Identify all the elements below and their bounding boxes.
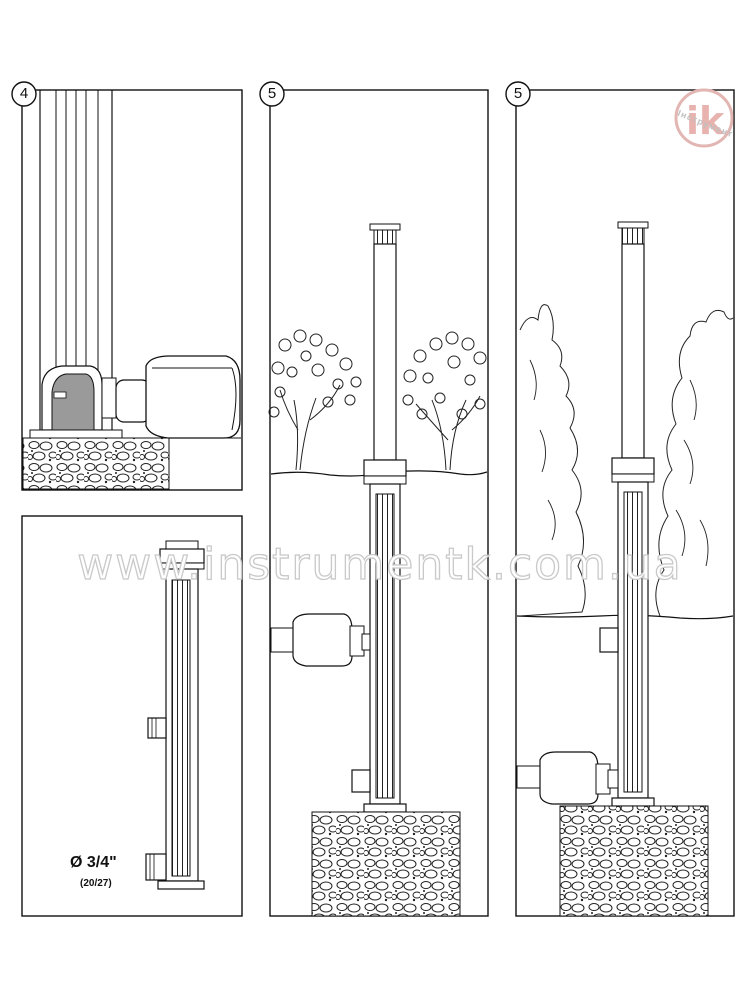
panel-step-5a xyxy=(268,89,489,917)
conifer-tree-right xyxy=(655,309,734,617)
step-number-5b: 5 xyxy=(513,85,523,102)
thread-size-label: (20/27) xyxy=(80,878,112,889)
deciduous-tree-right xyxy=(402,331,487,471)
step-circle-4 xyxy=(11,81,37,107)
brand-logo: ik xyxy=(674,88,734,148)
step-number-5a: 5 xyxy=(267,85,277,102)
step-circle-5a xyxy=(259,81,285,107)
panel-step-5b xyxy=(515,89,735,917)
deciduous-tree-left xyxy=(268,329,362,471)
step-circle-5b xyxy=(505,81,531,107)
step-number-4: 4 xyxy=(19,85,29,102)
panel-step-4 xyxy=(21,89,243,491)
conifer-tree-left xyxy=(519,304,586,617)
diameter-label: Ø 3/4" xyxy=(70,854,117,871)
logo-letters: ik xyxy=(686,99,725,143)
watermark-text: www.instrumentk.com.ua xyxy=(77,538,683,590)
panel-fitting-detail xyxy=(21,515,243,917)
